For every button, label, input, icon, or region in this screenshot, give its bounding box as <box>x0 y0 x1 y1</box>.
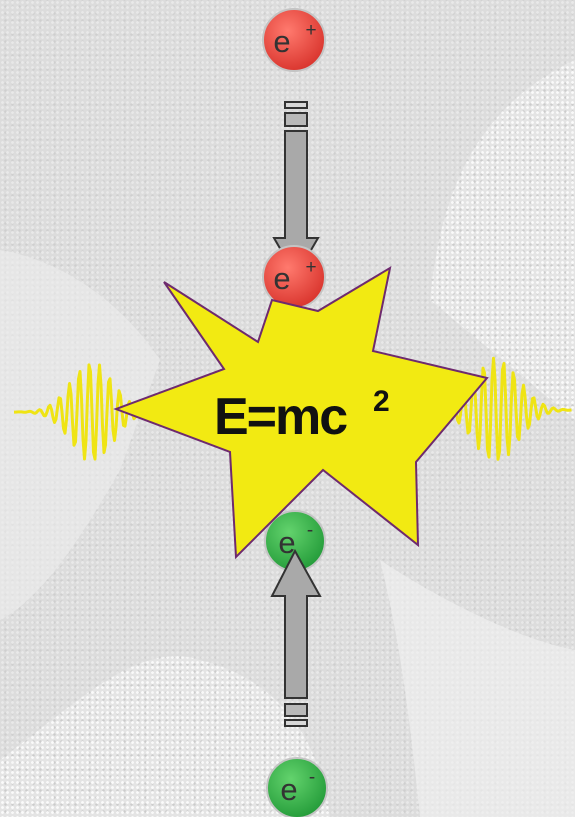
electron-incoming: e - <box>266 757 328 817</box>
electron-charge-2: - <box>309 767 315 788</box>
positron-charge-2: + <box>305 257 316 278</box>
positron-label-2: e <box>273 261 290 296</box>
photon-wave-left-icon <box>14 363 150 461</box>
positron-charge: + <box>305 20 316 41</box>
equation-base: E=mc <box>214 388 347 446</box>
explosion-burst-icon <box>113 265 489 560</box>
electron-colliding: e - <box>264 510 326 572</box>
equation-label: E=mc 2 <box>214 385 390 446</box>
equation-exponent: 2 <box>373 385 390 418</box>
electron-label: e <box>278 525 295 560</box>
positron-colliding: e + <box>262 245 326 309</box>
electron-charge: - <box>307 520 313 541</box>
arrow-up-icon <box>270 548 322 727</box>
arrow-down-icon <box>272 101 320 278</box>
positron-incoming: e + <box>262 8 326 72</box>
electron-label-2: e <box>280 772 297 807</box>
positron-label: e <box>273 24 290 59</box>
